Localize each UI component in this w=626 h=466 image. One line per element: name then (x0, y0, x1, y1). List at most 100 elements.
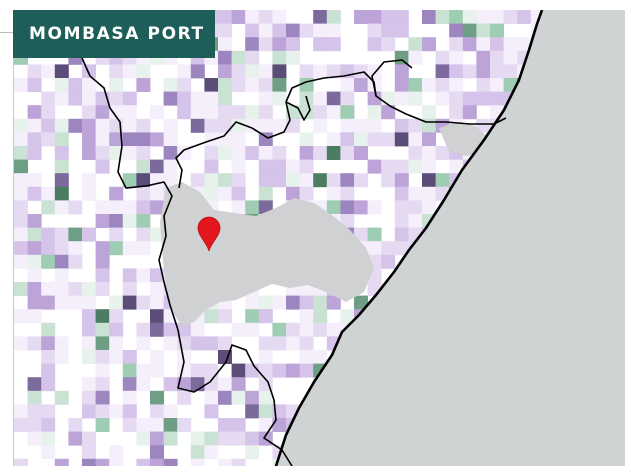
map-viewport[interactable] (13, 10, 625, 466)
raster-cell (299, 350, 314, 364)
raster-cell (54, 146, 69, 160)
raster-cell (27, 282, 42, 296)
raster-cell (367, 91, 382, 106)
location-pin-icon[interactable] (197, 216, 221, 252)
raster-cell (394, 10, 409, 24)
raster-cell (381, 10, 396, 24)
raster-cell (190, 173, 205, 188)
raster-cell (27, 336, 42, 351)
raster-cell (367, 10, 382, 24)
raster-cell (109, 132, 124, 147)
raster-cell (394, 159, 409, 174)
indian-ocean (276, 10, 625, 466)
raster-cell (286, 50, 300, 65)
raster-cell (258, 186, 273, 201)
raster-cell (82, 118, 96, 133)
raster-cell (490, 37, 504, 52)
raster-cell (136, 431, 151, 446)
raster-cell (218, 336, 232, 351)
raster-cell (54, 173, 69, 188)
raster-cell (150, 186, 164, 201)
raster-cell (245, 146, 260, 160)
raster-cell (490, 91, 504, 106)
raster-cell (204, 91, 219, 106)
raster-cell (449, 64, 464, 79)
raster-cell (150, 363, 164, 378)
raster-cell (14, 186, 28, 201)
raster-cell (354, 173, 368, 188)
raster-cell (163, 431, 178, 446)
raster-cell (218, 458, 232, 466)
raster-cell (313, 309, 328, 324)
raster-cell (231, 105, 246, 120)
raster-cell (340, 214, 355, 228)
raster-cell (272, 37, 287, 52)
raster-cell (476, 10, 491, 24)
raster-cell (14, 241, 28, 256)
raster-cell (408, 118, 423, 133)
raster-cell (245, 200, 260, 215)
raster-cell (394, 50, 409, 65)
raster-cell (82, 458, 96, 466)
raster-cell (204, 309, 219, 324)
raster-cell (82, 350, 96, 364)
raster-cell (218, 146, 232, 160)
raster-cell (177, 363, 192, 378)
raster-cell (340, 186, 355, 201)
raster-cell (299, 309, 314, 324)
raster-cell (326, 186, 341, 201)
raster-cell (340, 309, 355, 324)
raster-cell (95, 282, 110, 296)
raster-cell (95, 458, 110, 466)
raster-cell (367, 37, 382, 52)
raster-cell (136, 186, 151, 201)
raster-cell (68, 431, 83, 446)
raster-cell (177, 350, 192, 364)
raster-cell (163, 173, 178, 188)
raster-cell (109, 241, 124, 256)
raster-cell (340, 91, 355, 106)
raster-cell (286, 186, 300, 201)
raster-cell (422, 132, 436, 147)
raster-cell (109, 214, 124, 228)
raster-cell (449, 78, 464, 92)
raster-cell (476, 23, 491, 38)
raster-cell (27, 390, 42, 405)
raster-cell (14, 173, 28, 188)
raster-cell (150, 227, 164, 242)
raster-cell (122, 377, 137, 392)
raster-cell (313, 173, 328, 188)
raster-cell (408, 159, 423, 174)
raster-cell (68, 78, 83, 92)
raster-cell (122, 132, 137, 147)
raster-cell (367, 159, 382, 174)
raster-cell (449, 50, 464, 65)
raster-cell (122, 200, 137, 215)
raster-cell (41, 404, 56, 419)
raster-cell (490, 23, 504, 38)
raster-cell (381, 91, 396, 106)
raster-cell (14, 282, 28, 296)
raster-cell (14, 254, 28, 269)
raster-cell (354, 64, 368, 79)
raster-cell (354, 227, 368, 242)
raster-cell (408, 214, 423, 228)
raster-cell (54, 350, 69, 364)
raster-cell (54, 282, 69, 296)
raster-cell (82, 173, 96, 188)
raster-cell (163, 404, 178, 419)
raster-cell (27, 241, 42, 256)
raster-cell (27, 254, 42, 269)
raster-cell (109, 350, 124, 364)
raster-cell (313, 37, 328, 52)
raster-cell (367, 118, 382, 133)
raster-cell (95, 350, 110, 364)
raster-cell (163, 91, 178, 106)
raster-cell (476, 64, 491, 79)
raster-cell (204, 336, 219, 351)
raster-cell (354, 118, 368, 133)
raster-cell (95, 404, 110, 419)
raster-cell (272, 336, 287, 351)
coastline (274, 10, 544, 466)
raster-cell (82, 377, 96, 392)
